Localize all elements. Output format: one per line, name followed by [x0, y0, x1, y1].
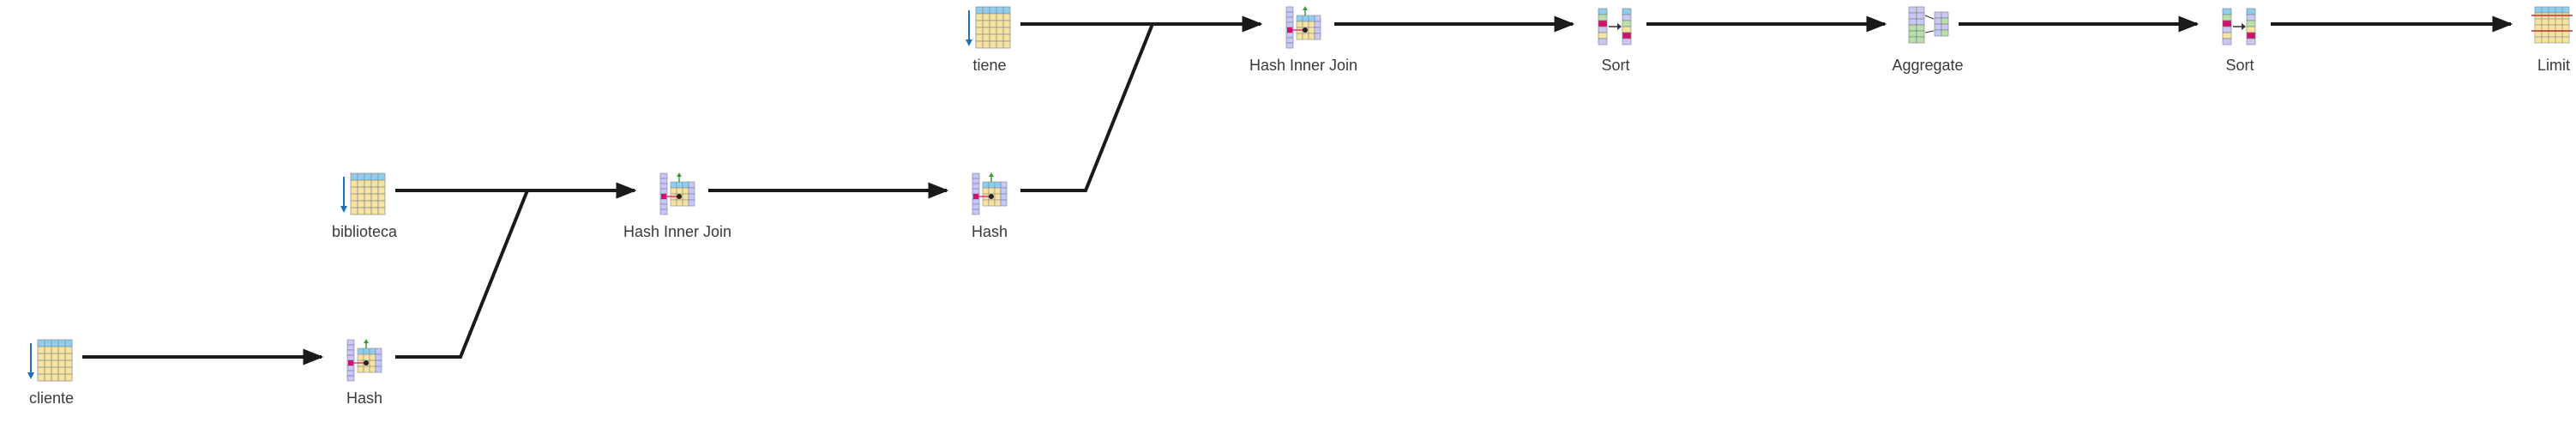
node-label: cliente — [28, 390, 75, 407]
plan-node-n-hij-top[interactable]: Hash Inner Join — [1218, 3, 1389, 74]
plan-node-n-hash-mid[interactable]: Hash — [904, 170, 1075, 240]
plan-node-n-limit[interactable]: Limit — [2468, 3, 2576, 74]
table-scan-icon — [964, 3, 1015, 51]
aggregate-icon — [1902, 3, 1953, 51]
node-label: biblioteca — [331, 223, 398, 240]
plan-node-n-sort2[interactable]: Sort — [2154, 3, 2326, 74]
plan-node-n-cliente[interactable]: cliente — [0, 336, 137, 407]
table-scan-icon — [339, 170, 390, 218]
hash-join-icon — [1278, 3, 1329, 51]
plan-node-n-tiene[interactable]: tiene — [904, 3, 1075, 74]
hash-icon — [964, 170, 1015, 218]
node-label: tiene — [972, 57, 1007, 74]
node-label: Limit — [2537, 57, 2570, 74]
sort-icon — [1590, 3, 1641, 51]
plan-node-n-biblioteca[interactable]: biblioteca — [279, 170, 450, 240]
limit-icon — [2528, 3, 2576, 51]
plan-node-n-agg[interactable]: Aggregate — [1842, 3, 2013, 74]
plan-node-n-sort1[interactable]: Sort — [1530, 3, 1701, 74]
plan-node-n-hash-bot[interactable]: Hash — [279, 336, 450, 407]
node-label: Aggregate — [1892, 57, 1964, 74]
node-label: Hash Inner Join — [623, 223, 732, 240]
node-label: Sort — [2225, 57, 2254, 74]
node-label: Hash — [346, 390, 383, 407]
sort-icon — [2214, 3, 2266, 51]
node-label: Hash Inner Join — [1249, 57, 1358, 74]
table-scan-icon — [26, 336, 77, 384]
node-label: Sort — [1601, 57, 1630, 74]
hash-join-icon — [652, 170, 703, 218]
node-label: Hash — [971, 223, 1008, 240]
hash-icon — [339, 336, 390, 384]
plan-node-n-hij-mid[interactable]: Hash Inner Join — [592, 170, 763, 240]
